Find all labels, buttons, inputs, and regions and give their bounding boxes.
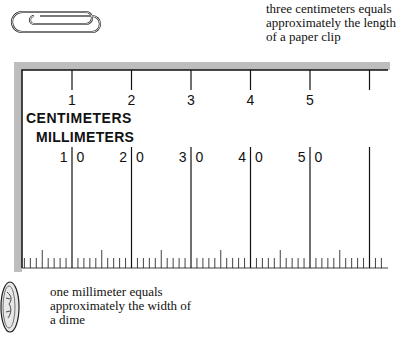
ruler-edge [22,70,388,268]
paper-clip [12,12,100,32]
scale-name: CENTIMETERS [26,110,132,126]
ruler-ticks [22,70,388,268]
callout-note: one millimeter equals approximately the … [50,285,200,327]
dime [1,282,19,332]
callout-note: three centimeters equals approximately t… [266,2,396,44]
ruler-body [22,70,388,270]
mm-number: 50 [298,149,332,165]
scale-name: MILLIMETERS [36,129,134,145]
mm-number: 20 [119,149,153,165]
cm-number: 5 [306,92,314,108]
cm-number: 4 [247,92,255,108]
paper-clip-highlight [12,12,100,32]
cm-number: 3 [187,92,195,108]
ruler-shadow [14,62,390,272]
cm-number: 1 [68,92,76,108]
mm-number: 40 [238,149,272,165]
mm-number: 30 [179,149,213,165]
cm-number: 2 [128,92,136,108]
mm-number: 10 [60,149,94,165]
